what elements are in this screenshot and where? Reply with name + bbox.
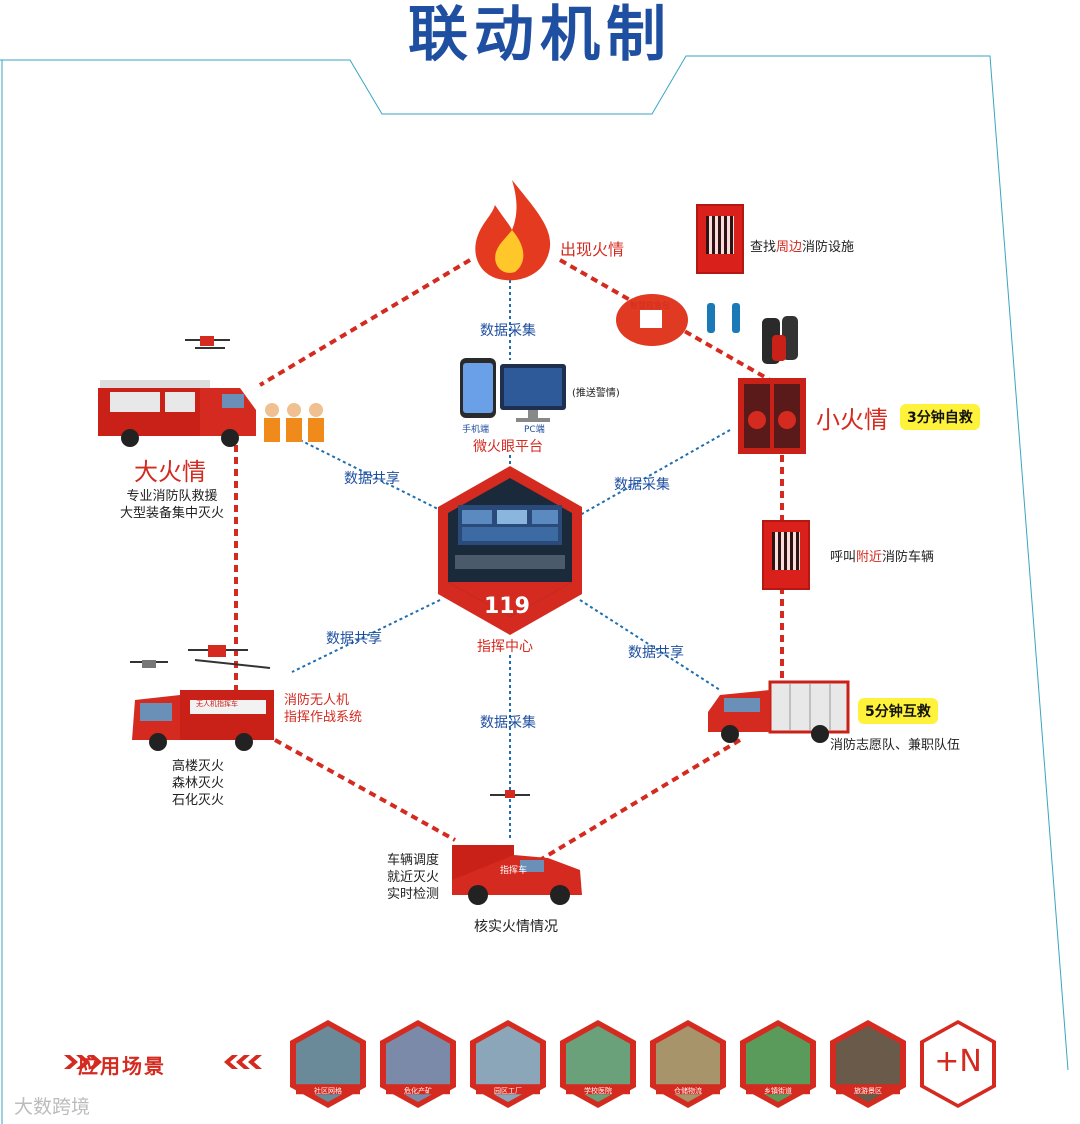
emergency-number: 119 xyxy=(484,594,530,619)
scene-hexagon: 危化产矿 xyxy=(378,1018,458,1110)
scene-caption: 危化产矿 xyxy=(404,1087,432,1095)
self-rescue-badge: 3分钟自救 xyxy=(900,404,980,430)
drone-uses: 高楼灭火森林灭火石化灭火 xyxy=(171,759,224,808)
big-fire-title: 大火情 xyxy=(134,458,206,486)
scenes-label: 应用场景 xyxy=(78,1054,166,1078)
flame-icon xyxy=(475,180,551,281)
drone-icon xyxy=(130,645,271,669)
link-label-right-upper: 数据采集 xyxy=(614,477,670,493)
fire-truck-large-icon xyxy=(98,380,256,447)
drone-icon xyxy=(185,336,230,349)
emergency-kit-label: 智慧应急包 xyxy=(630,301,670,310)
mutual-rescue-badge: 5分钟互救 xyxy=(858,698,938,724)
push-alert-note: (推送警情) xyxy=(572,388,620,399)
command-center-label: 指挥中心 xyxy=(477,639,533,655)
qr-card-icon xyxy=(762,520,810,590)
scene-caption: 园区工厂 xyxy=(494,1087,522,1095)
phone-icon xyxy=(460,358,496,418)
page-title: 联动机制 xyxy=(408,0,672,70)
flashlight-icon xyxy=(707,303,740,333)
fire-event-label: 出现火情 xyxy=(560,240,625,259)
scene-caption: 旅游景区 xyxy=(854,1087,882,1095)
scene-hexagon: 社区网格 xyxy=(288,1018,368,1110)
link-label-bottom: 数据采集 xyxy=(480,715,536,731)
scene-more: +N xyxy=(918,1018,998,1110)
pc-icon xyxy=(500,364,566,422)
scene-more-label: +N xyxy=(934,1044,982,1079)
scene-caption: 仓储物流 xyxy=(674,1087,702,1095)
platform-name: 微火眼平台 xyxy=(473,439,543,455)
command-car-actions: 车辆调度就近灭火实时检测 xyxy=(386,853,439,902)
command-car-icon xyxy=(452,845,582,905)
emergency-kit-icon xyxy=(616,294,688,346)
drone-truck-text: 无人机指挥车 xyxy=(196,700,238,708)
small-fire-title: 小火情 xyxy=(816,406,888,434)
link-label-left-lower: 数据共享 xyxy=(326,631,382,647)
breathing-apparatus-icon xyxy=(762,316,798,364)
blue-link-lines xyxy=(291,280,731,840)
fire-cabinet-icon xyxy=(738,378,806,454)
scene-hexagon: 仓储物流 xyxy=(648,1018,728,1110)
fire-truck-small-icon xyxy=(708,680,850,743)
call-nearby-label: 呼叫附近消防车辆 xyxy=(830,550,935,565)
firefighters-icon xyxy=(264,403,324,442)
scene-hexagon: 乡镇街道 xyxy=(738,1018,818,1110)
find-nearby-label: 查找周边消防设施 xyxy=(750,240,855,255)
drone-system-label: 消防无人机指挥作战系统 xyxy=(284,693,363,725)
volunteer-label: 消防志愿队、兼职队伍 xyxy=(830,738,961,753)
command-center-hexagon xyxy=(438,466,582,635)
scene-hexagon: 旅游景区 xyxy=(828,1018,908,1110)
link-label-right-lower: 数据共享 xyxy=(628,645,684,661)
scene-caption: 社区网格 xyxy=(314,1087,342,1095)
verify-fire-label: 核实火情情况 xyxy=(474,919,558,935)
qr-card-icon xyxy=(696,204,744,274)
command-car-text: 指挥车 xyxy=(500,866,528,876)
drone-icon xyxy=(490,790,530,798)
pc-label: PC端 xyxy=(524,425,545,435)
watermark: 大数跨境 xyxy=(14,1096,91,1118)
big-fire-desc: 专业消防队救援大型装备集中灭火 xyxy=(119,489,224,521)
link-label-left-upper: 数据共享 xyxy=(344,471,400,487)
scene-caption: 乡镇街道 xyxy=(764,1087,792,1095)
link-label-top: 数据采集 xyxy=(480,323,536,339)
scene-hexagon: 园区工厂 xyxy=(468,1018,548,1110)
arrows-icon xyxy=(64,1055,262,1069)
drone-command-truck-icon xyxy=(132,690,274,751)
scene-caption: 学校医院 xyxy=(584,1087,612,1095)
phone-label: 手机端 xyxy=(462,425,490,435)
scene-hexagon: 学校医院 xyxy=(558,1018,638,1110)
